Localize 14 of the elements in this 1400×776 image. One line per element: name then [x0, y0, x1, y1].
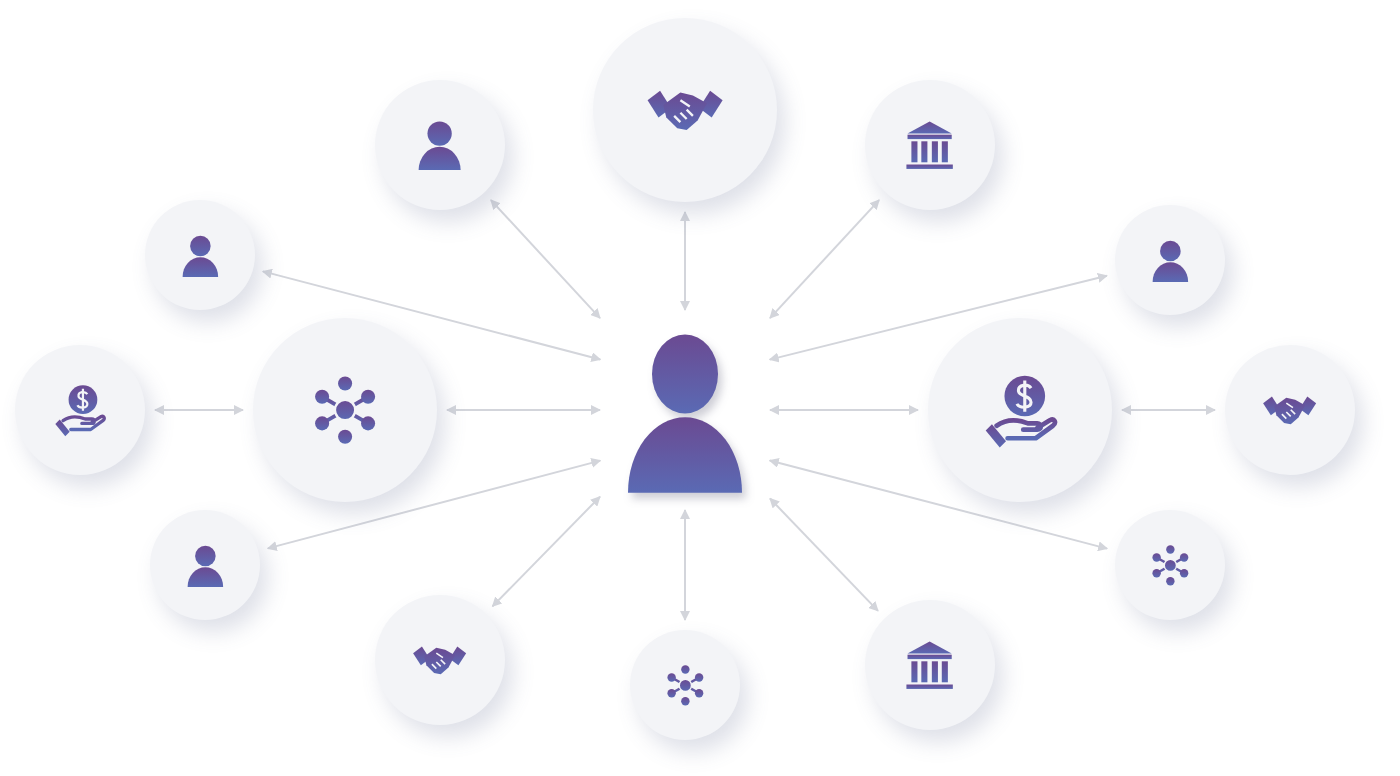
double-arrow	[266, 458, 602, 551]
double-arrow	[489, 199, 601, 320]
double-arrow	[154, 405, 244, 415]
double-arrow	[768, 273, 1108, 363]
double-arrow	[446, 405, 601, 415]
double-arrow	[261, 268, 602, 363]
double-arrow	[769, 405, 919, 415]
double-arrow	[491, 495, 601, 608]
double-arrow	[769, 199, 881, 320]
double-arrow	[680, 211, 690, 311]
double-arrow	[768, 457, 1109, 552]
double-arrow	[680, 509, 690, 621]
double-arrow	[769, 497, 879, 612]
double-arrow	[1121, 405, 1216, 415]
